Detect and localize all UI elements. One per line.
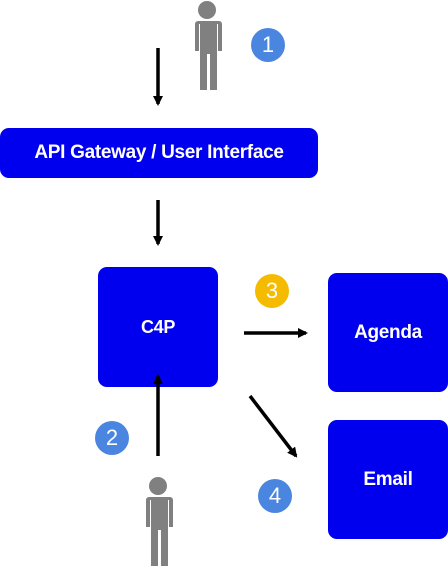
arrow-c4p-to-email: [248, 394, 298, 458]
step-2-number: 2: [105, 425, 119, 450]
email-label: Email: [363, 468, 413, 490]
api-gateway-label: API Gateway / User Interface: [34, 142, 284, 163]
step-2-badge: 2: [95, 421, 129, 455]
agenda-node: Agenda: [328, 273, 448, 392]
agenda-label: Agenda: [354, 321, 422, 343]
step-3-badge: 3: [255, 274, 289, 308]
person-icon-bottom: [146, 477, 173, 566]
person-icon-top: [195, 1, 222, 90]
step-3-number: 3: [265, 278, 279, 303]
email-node: Email: [328, 420, 448, 539]
c4p-node: C4P: [98, 267, 218, 387]
step-1-badge: 1: [251, 28, 285, 62]
step-4-badge: 4: [258, 479, 292, 513]
api-gateway-node: API Gateway / User Interface: [0, 128, 318, 178]
c4p-label: C4P: [140, 316, 176, 337]
step-1-number: 1: [261, 32, 275, 57]
step-4-number: 4: [268, 483, 282, 508]
